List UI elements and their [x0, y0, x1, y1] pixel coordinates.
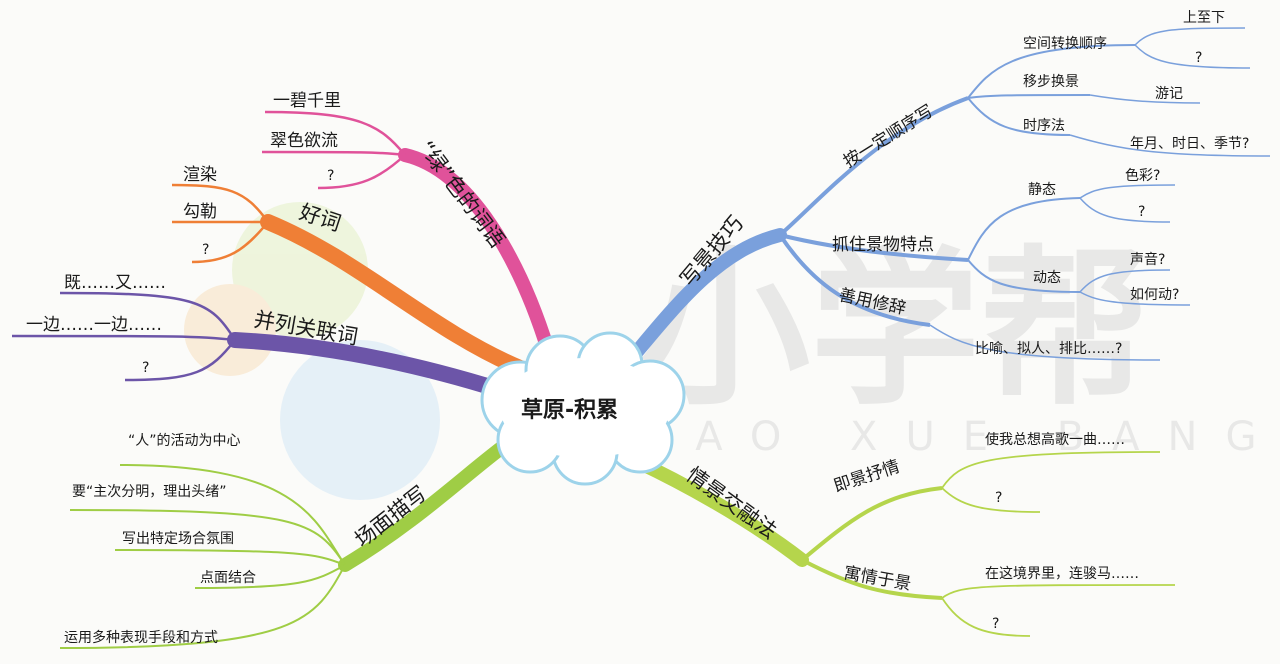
- leaf-text: 动态: [1033, 270, 1061, 286]
- leaf-text: 使我总想高歌一曲……: [985, 431, 1125, 448]
- leaf-line: [967, 94, 1091, 99]
- branch-emotion: 情景交融法 即景抒情 寓情于景 使我总想高歌一曲…… ? 在这境界里，连骏马………: [605, 431, 1176, 637]
- branch-label-emotion: 情景交融法: [682, 463, 781, 544]
- center-title: 草原-积累: [521, 397, 618, 423]
- leaf-text: “人”的活动为中心: [128, 433, 241, 449]
- leaf-text: 静态: [1028, 182, 1056, 198]
- leaf-text: 声音?: [1130, 251, 1165, 268]
- leaf-line: [261, 150, 406, 157]
- leaf-line: [191, 221, 269, 264]
- leaf-text: 渲染: [183, 165, 217, 185]
- leaf-line: [1079, 291, 1191, 306]
- leaf-line: [317, 154, 406, 190]
- watermark-circle-orange: [184, 284, 276, 376]
- leaf-line: [1134, 27, 1246, 46]
- leaf-text: ?: [1138, 204, 1145, 220]
- leaf-text: 点面结合: [200, 570, 256, 586]
- branch-label-green-words: “绿”色的词语: [414, 137, 509, 253]
- leaf-line: [194, 564, 346, 589]
- leaf-text: 既……又……: [64, 273, 166, 293]
- leaf-line: [1134, 44, 1251, 69]
- leaf-text: 翠色欲流: [270, 131, 338, 151]
- leaf-line: [59, 291, 237, 341]
- leaf-text: 时序法: [1023, 118, 1065, 134]
- leaf-line: [114, 549, 346, 566]
- branch-conjunctions: 并列关联词 既……又…… 一边……一边…… ?: [11, 273, 508, 398]
- cloud-fill: [500, 358, 670, 458]
- leaf-text: 空间转换顺序: [1023, 35, 1107, 52]
- leaf-line: [264, 110, 406, 156]
- leaf-text: 写出特定场合氛围: [122, 531, 234, 547]
- leaf-line: [941, 597, 1031, 637]
- leaf-line: [941, 584, 1176, 599]
- leaf-line: [171, 183, 270, 223]
- center-node: 草原-积累: [480, 331, 686, 486]
- leaf-text: 运用多种表现手段和方式: [64, 629, 218, 646]
- leaf-text: ?: [1195, 50, 1202, 66]
- leaf-line: [124, 339, 236, 382]
- leaf-text: 勾勒: [183, 202, 217, 222]
- leaf-text: 上至下: [1183, 10, 1225, 26]
- leaf-line: [11, 334, 236, 342]
- leaf-text: ?: [992, 616, 999, 632]
- connector-technique: [623, 228, 787, 367]
- branch-scene: 场面描写 “人”的活动为中心 要“主次分明，理出头绪” 写出特定场合氛围 点面结…: [59, 433, 519, 649]
- leaf-text: 在这境界里，连骏马……: [985, 565, 1139, 582]
- leaf-line: [967, 97, 1071, 136]
- connector-immediate: [800, 486, 943, 562]
- sub-label-immediate: 即景抒情: [831, 457, 902, 497]
- leaf-line: [967, 259, 1081, 293]
- watermark-circle-blue: [280, 340, 440, 500]
- leaf-text: ?: [202, 242, 209, 258]
- leaf-text: 一碧千里: [273, 91, 341, 111]
- sub-label-features: 抓住景物特点: [832, 235, 934, 255]
- leaf-text: ?: [995, 490, 1002, 506]
- connector-scene: [338, 433, 519, 572]
- leaf-text: 游记: [1155, 86, 1183, 102]
- connector-features: [779, 233, 969, 262]
- watermark-pinyin: XIAO XUE BANG: [600, 414, 1280, 460]
- leaf-line: [929, 324, 1161, 361]
- leaf-line: [967, 44, 1136, 99]
- leaf-text: 比喻、拟人、排比……?: [975, 341, 1122, 357]
- leaf-line: [119, 464, 346, 566]
- leaf-line: [1079, 269, 1171, 293]
- leaf-text: ?: [327, 168, 334, 184]
- leaf-text: 一边……一边……: [26, 315, 162, 335]
- leaf-line: [1089, 94, 1201, 104]
- connector-conjunctions: [227, 332, 508, 398]
- leaf-line: [1079, 184, 1176, 199]
- leaf-line: [1079, 197, 1171, 223]
- connector-good-words: [260, 214, 528, 376]
- leaf-line: [1069, 134, 1271, 157]
- leaf-text: 如何动?: [1130, 287, 1179, 303]
- leaf-text: 色彩?: [1125, 167, 1160, 184]
- connector-implied: [801, 558, 943, 600]
- connector-order: [778, 96, 969, 237]
- leaf-line: [59, 564, 346, 649]
- leaf-text: 移步换景: [1023, 73, 1079, 90]
- leaf-line: [941, 451, 1161, 489]
- leaf-text: 年月、时日、季节?: [1130, 136, 1249, 152]
- leaf-text: ?: [142, 360, 149, 376]
- leaf-line: [941, 487, 1041, 513]
- leaf-text: 要“主次分明，理出头绪”: [72, 484, 227, 500]
- connector-green-words: [398, 148, 555, 357]
- leaf-line: [69, 509, 346, 566]
- connector-rhetoric: [778, 233, 931, 327]
- sub-label-order: 按一定顺序写: [840, 101, 937, 172]
- leaf-line: [967, 197, 1081, 261]
